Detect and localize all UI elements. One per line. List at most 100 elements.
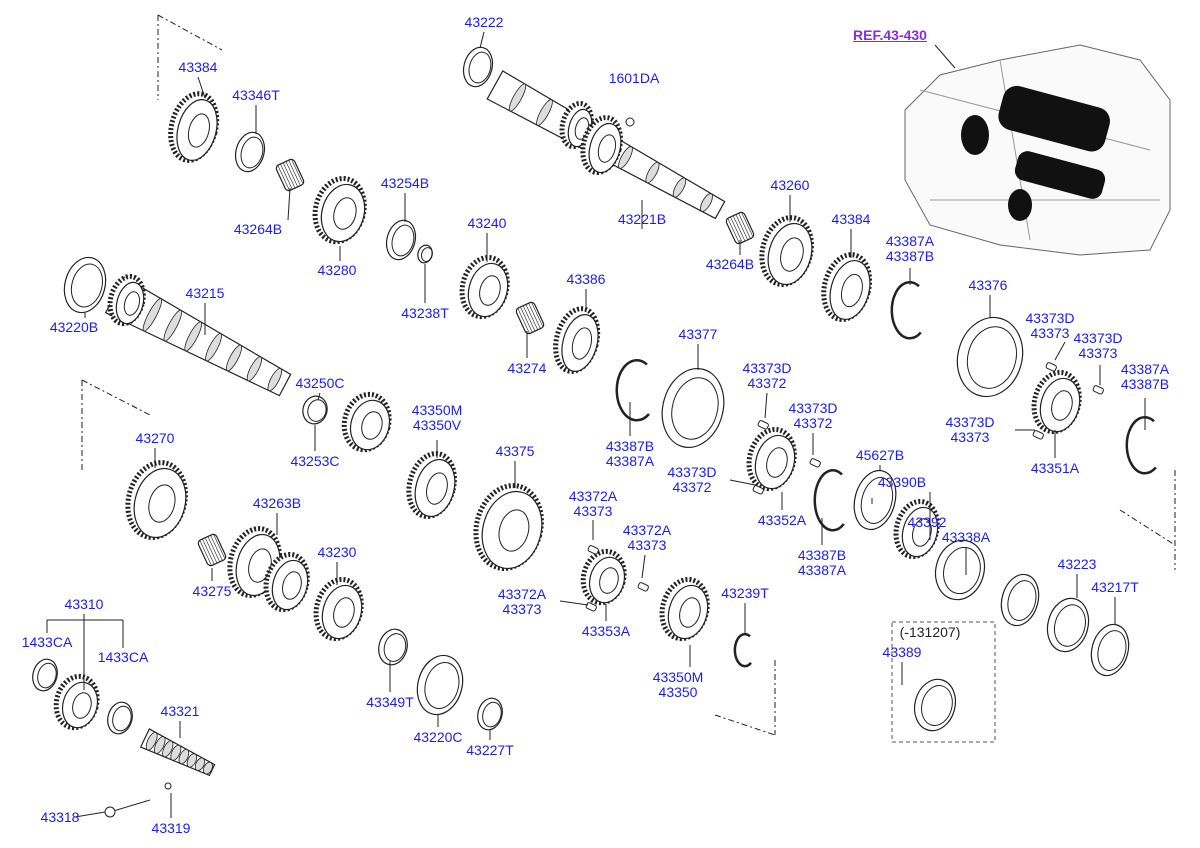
leader-line: [317, 392, 321, 401]
part-label-43375[interactable]: 43375: [496, 444, 535, 459]
part-number: 43373: [1078, 345, 1118, 361]
part-label-45627b[interactable]: 45627B: [856, 448, 904, 463]
part-label-43238t[interactable]: 43238T: [401, 306, 448, 321]
part-number: 45627B: [855, 447, 905, 463]
part-label-43310[interactable]: 43310: [65, 597, 104, 612]
part-label-43384[interactable]: 43384: [832, 212, 871, 227]
part-label-43389[interactable]: 43389: [883, 645, 922, 660]
part-number: 43350M: [411, 402, 463, 418]
part-number: 43387A: [1120, 361, 1170, 377]
sleeve-43376: [966, 326, 1017, 389]
part-label-43239t[interactable]: 43239T: [721, 586, 768, 601]
part-label-1433ca[interactable]: 1433CA: [22, 635, 73, 650]
part-label-43223[interactable]: 43223: [1058, 557, 1097, 572]
part-label-43338a[interactable]: 43338A: [942, 530, 990, 545]
part-label-43353a[interactable]: 43353A: [582, 624, 630, 639]
main-shaft-43221B: [536, 99, 553, 126]
part-label-43321[interactable]: 43321: [161, 704, 200, 719]
key-43373: [809, 458, 821, 468]
part-label-43250c[interactable]: 43250C: [295, 376, 344, 391]
part-number: 43275: [192, 583, 232, 599]
part-label-43230[interactable]: 43230: [318, 545, 357, 560]
gear-43375: [498, 509, 530, 552]
part-label-43222[interactable]: 43222: [465, 15, 504, 30]
bearing-43392: [934, 539, 986, 601]
part-label-43221b[interactable]: 43221B: [618, 212, 666, 227]
part-label-43349t[interactable]: 43349T: [366, 695, 413, 710]
gear-43280: [320, 183, 366, 243]
part-label-43270[interactable]: 43270: [136, 431, 175, 446]
bearing-43220B: [63, 256, 107, 314]
main-shaft-43221B: [618, 146, 633, 169]
part-number: 43352A: [757, 512, 807, 528]
key-43373: [1092, 385, 1104, 395]
ring-43217T: [1090, 623, 1130, 677]
part-number: 43386: [566, 271, 606, 287]
part-label-43264b[interactable]: 43264B: [234, 222, 282, 237]
part-label-43264b[interactable]: 43264B: [706, 257, 754, 272]
part-label-1601da[interactable]: 1601DA: [609, 71, 660, 86]
part-number: 43250C: [295, 375, 345, 391]
part-label-43386[interactable]: 43386: [567, 272, 606, 287]
shaft-43321: [170, 744, 182, 761]
part-label-43215[interactable]: 43215: [186, 286, 225, 301]
needle-bearing-43275: [199, 540, 212, 566]
part-label-43318[interactable]: 43318: [41, 810, 80, 825]
part-label-43253c[interactable]: 43253C: [290, 454, 339, 469]
upper-shaft-assembly: [998, 85, 1110, 152]
part-label-43376[interactable]: 43376: [969, 278, 1008, 293]
key-43373: [1032, 430, 1044, 440]
part-number: 43373: [502, 601, 542, 617]
part-label-43217t[interactable]: 43217T: [1091, 580, 1138, 595]
part-number: 43318: [40, 809, 80, 825]
part-label-43390b[interactable]: 43390B: [878, 475, 926, 490]
part-label-43274[interactable]: 43274: [508, 361, 547, 376]
shaft-43321: [178, 749, 190, 765]
gear-on-shaft: [574, 117, 590, 140]
part-label-43319[interactable]: 43319: [152, 821, 191, 836]
input-shaft-43215: [184, 321, 203, 352]
part-number: 43349T: [366, 694, 414, 710]
reference-link[interactable]: REF.43-430: [853, 27, 927, 43]
part-label-1433ca[interactable]: 1433CA: [98, 650, 149, 665]
main-shaft-43221B: [645, 161, 660, 184]
part-number: 43223: [1057, 556, 1097, 572]
part-label-43263b[interactable]: 43263B: [253, 496, 301, 511]
part-label-43377[interactable]: 43377: [679, 327, 718, 342]
part-number: 43373: [627, 537, 667, 553]
part-label-43227t[interactable]: 43227T: [466, 743, 513, 758]
part-number: 43321: [160, 703, 200, 719]
needle-bearing-43264B: [730, 216, 743, 243]
part-label-43351a[interactable]: 43351A: [1031, 461, 1079, 476]
part-label-43260[interactable]: 43260: [771, 178, 810, 193]
part-label-43384[interactable]: 43384: [179, 60, 218, 75]
part-label-43220b[interactable]: 43220B: [50, 320, 98, 335]
input-shaft-43215: [246, 356, 263, 382]
ring-43338A: [1007, 580, 1037, 621]
part-label-43275[interactable]: 43275: [193, 584, 232, 599]
part-label-43220c[interactable]: 43220C: [413, 730, 462, 745]
gear-43270: [133, 467, 187, 539]
ref-gear: [1008, 189, 1032, 221]
part-label-43352a[interactable]: 43352A: [758, 513, 806, 528]
part-label-43280[interactable]: 43280: [318, 263, 357, 278]
part-label-43254b[interactable]: 43254B: [381, 176, 429, 191]
part-label-43346t[interactable]: 43346T: [232, 88, 279, 103]
part-label-43240[interactable]: 43240: [468, 216, 507, 231]
part-label-43392[interactable]: 43392: [908, 515, 947, 530]
